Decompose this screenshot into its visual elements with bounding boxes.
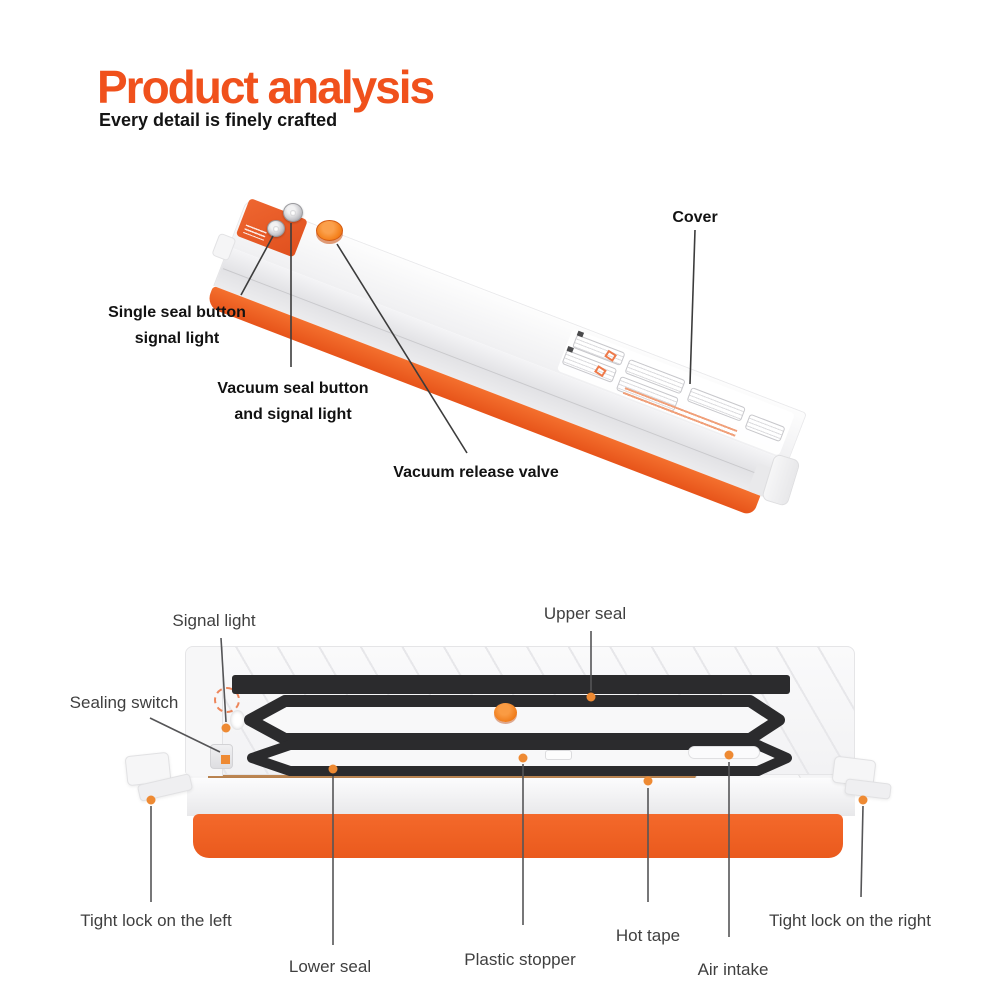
- label-signal-light: Signal light: [172, 611, 256, 630]
- label-line: Vacuum seal button: [217, 380, 369, 397]
- sticker-box: [744, 413, 786, 443]
- sealing-switch-part: [210, 744, 233, 769]
- sealer-base: [185, 760, 857, 860]
- label-line: Single seal button: [108, 304, 246, 321]
- label-air-intake: Air intake: [697, 960, 769, 979]
- label-vacuum-seal-button: Vacuum seal button and signal light: [217, 376, 368, 428]
- single-seal-button: [267, 220, 285, 237]
- label-sealing-switch: Sealing switch: [69, 693, 179, 712]
- page-subtitle: Every detail is finely crafted: [99, 110, 338, 130]
- base-front-face: [187, 778, 855, 816]
- button-pin: [273, 225, 279, 232]
- page-title: Product analysis: [97, 61, 435, 113]
- label-hot-tape: Hot tape: [615, 926, 681, 945]
- base-orange-stripe: [193, 814, 843, 858]
- leader-line-tight-lock-right: [860, 805, 864, 898]
- air-intake-slot: [688, 746, 760, 759]
- vacuum-seal-button: [283, 203, 303, 222]
- dashed-circle-mark: [214, 687, 240, 713]
- label-tight-lock-right: Tight lock on the right: [769, 911, 931, 930]
- label-plastic-stopper: Plastic stopper: [464, 950, 576, 969]
- lid-orange-knob: [494, 703, 517, 722]
- leader-line-cover: [689, 229, 696, 385]
- vacuum-release-valve-button: [316, 220, 343, 241]
- plastic-stopper-part: [545, 750, 572, 760]
- button-pin: [290, 209, 296, 216]
- label-line: signal light: [134, 330, 220, 347]
- label-upper-seal: Upper seal: [543, 604, 627, 623]
- label-lower-seal: Lower seal: [288, 957, 372, 976]
- label-line: and signal light: [234, 406, 352, 423]
- label-vacuum-release-valve: Vacuum release valve: [393, 464, 559, 481]
- signal-light-hole: [230, 710, 245, 730]
- label-tight-lock-left: Tight lock on the left: [80, 911, 232, 930]
- panel-print: [243, 224, 267, 241]
- label-single-seal-button: Single seal button signal light: [108, 300, 246, 352]
- label-cover: Cover: [672, 209, 718, 226]
